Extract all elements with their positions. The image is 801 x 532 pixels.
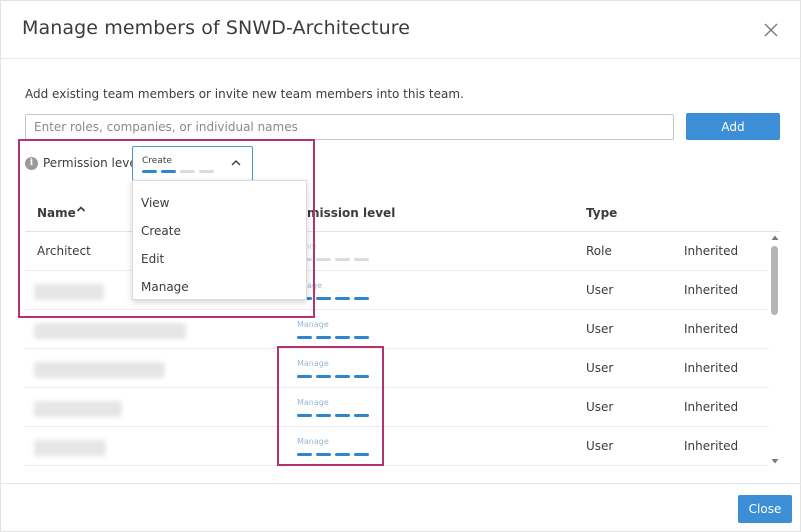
permission-level-dash (316, 297, 331, 300)
close-icon[interactable] (761, 20, 781, 40)
menu-item-create[interactable]: Create (141, 224, 181, 238)
permission-level-label: stom (297, 242, 317, 251)
permission-level-dash (354, 258, 369, 261)
permission-level-dash (161, 170, 176, 173)
member-source: Inherited (684, 283, 739, 297)
chevron-up-icon (231, 160, 241, 166)
permission-level-select[interactable]: Create (132, 146, 253, 181)
permission-level-label: anage (297, 281, 322, 290)
permission-level-dash (354, 336, 369, 339)
permission-level-indicator (297, 297, 369, 300)
permission-level-dash (316, 453, 331, 456)
permission-level-dash (335, 297, 350, 300)
permission-level-column-header[interactable]: mission level (307, 206, 396, 220)
permission-level-indicator (297, 414, 369, 417)
permission-level-indicator (297, 258, 369, 261)
member-type: User (586, 361, 614, 375)
scroll-up-icon[interactable] (771, 234, 779, 242)
permission-level-dash (316, 375, 331, 378)
permission-level-dash (354, 453, 369, 456)
members-table-header: Name mission level Type (25, 197, 780, 232)
member-type: Role (586, 244, 612, 258)
info-icon: i (25, 156, 38, 170)
table-row[interactable]: Manage User Inherited (25, 310, 769, 349)
permission-level-text: Permission level (43, 156, 141, 170)
permission-level-selected: Create (142, 156, 172, 166)
member-source: Inherited (684, 322, 739, 336)
permission-level-dash (297, 375, 312, 378)
add-button[interactable]: Add (686, 113, 780, 140)
dialog-header: Manage members of SNWD-Architecture (1, 1, 801, 59)
permission-level-dash (316, 336, 331, 339)
permission-level-label: Manage (297, 359, 329, 368)
dialog-footer (1, 483, 801, 532)
intro-text: Add existing team members or invite new … (25, 87, 464, 101)
scrollbar-thumb[interactable] (771, 246, 778, 315)
member-name: Architect (37, 244, 91, 258)
member-search-input[interactable] (25, 114, 674, 140)
member-name-redacted (34, 401, 122, 417)
permission-level-dash (199, 170, 214, 173)
permission-level-dash (354, 297, 369, 300)
permission-level-indicator (142, 170, 214, 173)
permission-level-dash (297, 414, 312, 417)
permission-level-dash (354, 375, 369, 378)
table-row[interactable]: Architect stom Role Inherited (25, 232, 769, 271)
permission-level-dash (335, 375, 350, 378)
permission-level-dash (142, 170, 157, 173)
permission-level-label: Manage (297, 398, 329, 407)
permission-level-indicator (297, 336, 369, 339)
menu-item-edit[interactable]: Edit (141, 252, 165, 266)
scroll-down-icon[interactable] (771, 457, 779, 465)
permission-level-dash (335, 258, 350, 261)
menu-item-manage[interactable]: Manage (141, 280, 189, 294)
member-type: User (586, 400, 614, 414)
permission-level-dash (335, 414, 350, 417)
table-row[interactable]: anage User Inherited (25, 271, 769, 310)
member-source: Inherited (684, 439, 739, 453)
permission-level-indicator (297, 453, 369, 456)
permission-level-dash (335, 453, 350, 456)
member-type: User (586, 439, 614, 453)
permission-level-indicator (297, 375, 369, 378)
member-source: Inherited (684, 244, 739, 258)
permission-level-dash (297, 453, 312, 456)
member-type: User (586, 283, 614, 297)
member-name-redacted (34, 284, 104, 300)
table-row[interactable]: Manage User Inherited (25, 349, 769, 388)
member-source: Inherited (684, 361, 739, 375)
permission-level-dash (316, 258, 331, 261)
member-source: Inherited (684, 400, 739, 414)
member-name-redacted (34, 323, 186, 339)
permission-level-menu: View Create Edit Manage (132, 180, 307, 300)
menu-item-view[interactable]: View (141, 196, 170, 210)
name-column-header[interactable]: Name (37, 206, 76, 220)
type-column-header[interactable]: Type (586, 206, 618, 220)
member-name-redacted (34, 362, 165, 378)
permission-level-label: Manage (297, 320, 329, 329)
permission-level-dash (316, 414, 331, 417)
permission-level-label: i Permission level (25, 155, 140, 171)
permission-level-label: Manage (297, 437, 329, 446)
dialog-title: Manage members of SNWD-Architecture (22, 17, 411, 39)
permission-level-dash (297, 336, 312, 339)
permission-level-dash (180, 170, 195, 173)
member-type: User (586, 322, 614, 336)
table-row[interactable]: Manage User Inherited (25, 427, 769, 466)
sort-ascending-icon[interactable] (76, 204, 86, 214)
permission-level-dash (335, 336, 350, 339)
permission-level-dash (354, 414, 369, 417)
member-name-redacted (34, 440, 106, 456)
table-row[interactable]: Manage User Inherited (25, 388, 769, 427)
close-button[interactable]: Close (738, 495, 792, 523)
